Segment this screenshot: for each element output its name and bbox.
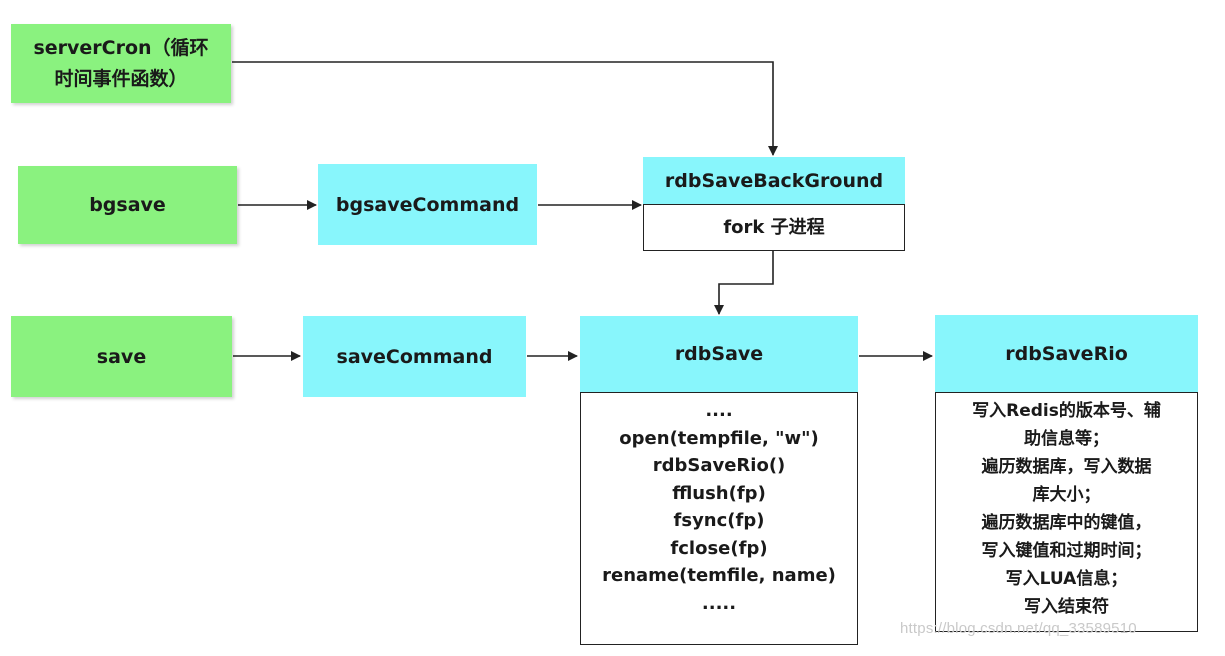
savecommand-node: saveCommand	[303, 316, 526, 397]
rdbsave-step: fclose(fp)	[670, 537, 768, 559]
rdbsaverio-step: 写入Redis的版本号、辅	[972, 401, 1161, 421]
rdbsave-step: rdbSaveRio()	[652, 455, 786, 476]
watermark: https://blog.csdn.net/qq_33589510	[900, 620, 1137, 637]
rdbsave-step: .....	[701, 592, 737, 614]
save-node: save	[11, 316, 232, 397]
bgsavecommand-node: bgsaveCommand	[318, 164, 537, 245]
rdbsaverio-node: rdbSaveRio	[935, 315, 1198, 392]
rdbsaverio-step: 遍历数据库中的键值，	[981, 513, 1152, 533]
rdbsaverio-step: 库大小；	[1032, 485, 1101, 505]
rdbsaverio-step: 写入LUA信息；	[1005, 569, 1128, 589]
rdbsaverio-step: 写入结束符	[1024, 597, 1109, 617]
rdbsave-step: fsync(fp)	[673, 510, 765, 531]
rdbsave-node: rdbSave	[580, 316, 858, 392]
rdbsaverio-step: 写入键值和过期时间；	[981, 541, 1152, 561]
rdbsave-steps-panel: .... open(tempfile, "w") rdbSaveRio() ff…	[580, 392, 858, 645]
bgsave-node: bgsave	[18, 166, 237, 244]
arrow-fork-to-rdbsave	[714, 251, 774, 315]
arrow-servercron-to-rdbsavebackground	[232, 61, 778, 156]
rdbsaverio-steps-panel: 写入Redis的版本号、辅 助信息等； 遍历数据库，写入数据 库大小； 遍历数据…	[935, 392, 1198, 632]
rdbsave-step: ....	[705, 400, 733, 421]
rdbsaverio-step: 遍历数据库，写入数据	[981, 457, 1152, 477]
rdbsave-step: fflush(fp)	[672, 482, 766, 504]
rdbsave-step: open(tempfile, "w")	[619, 427, 819, 449]
servercron-node: serverCron（循环 时间事件函数）	[11, 24, 231, 103]
rdbsavebackground-node: rdbSaveBackGround	[643, 157, 905, 204]
rdbsaverio-step: 助信息等；	[1024, 429, 1109, 449]
rdbsave-step: rename(temfile, name)	[602, 565, 836, 586]
fork-child-node: fork 子进程	[643, 204, 905, 251]
